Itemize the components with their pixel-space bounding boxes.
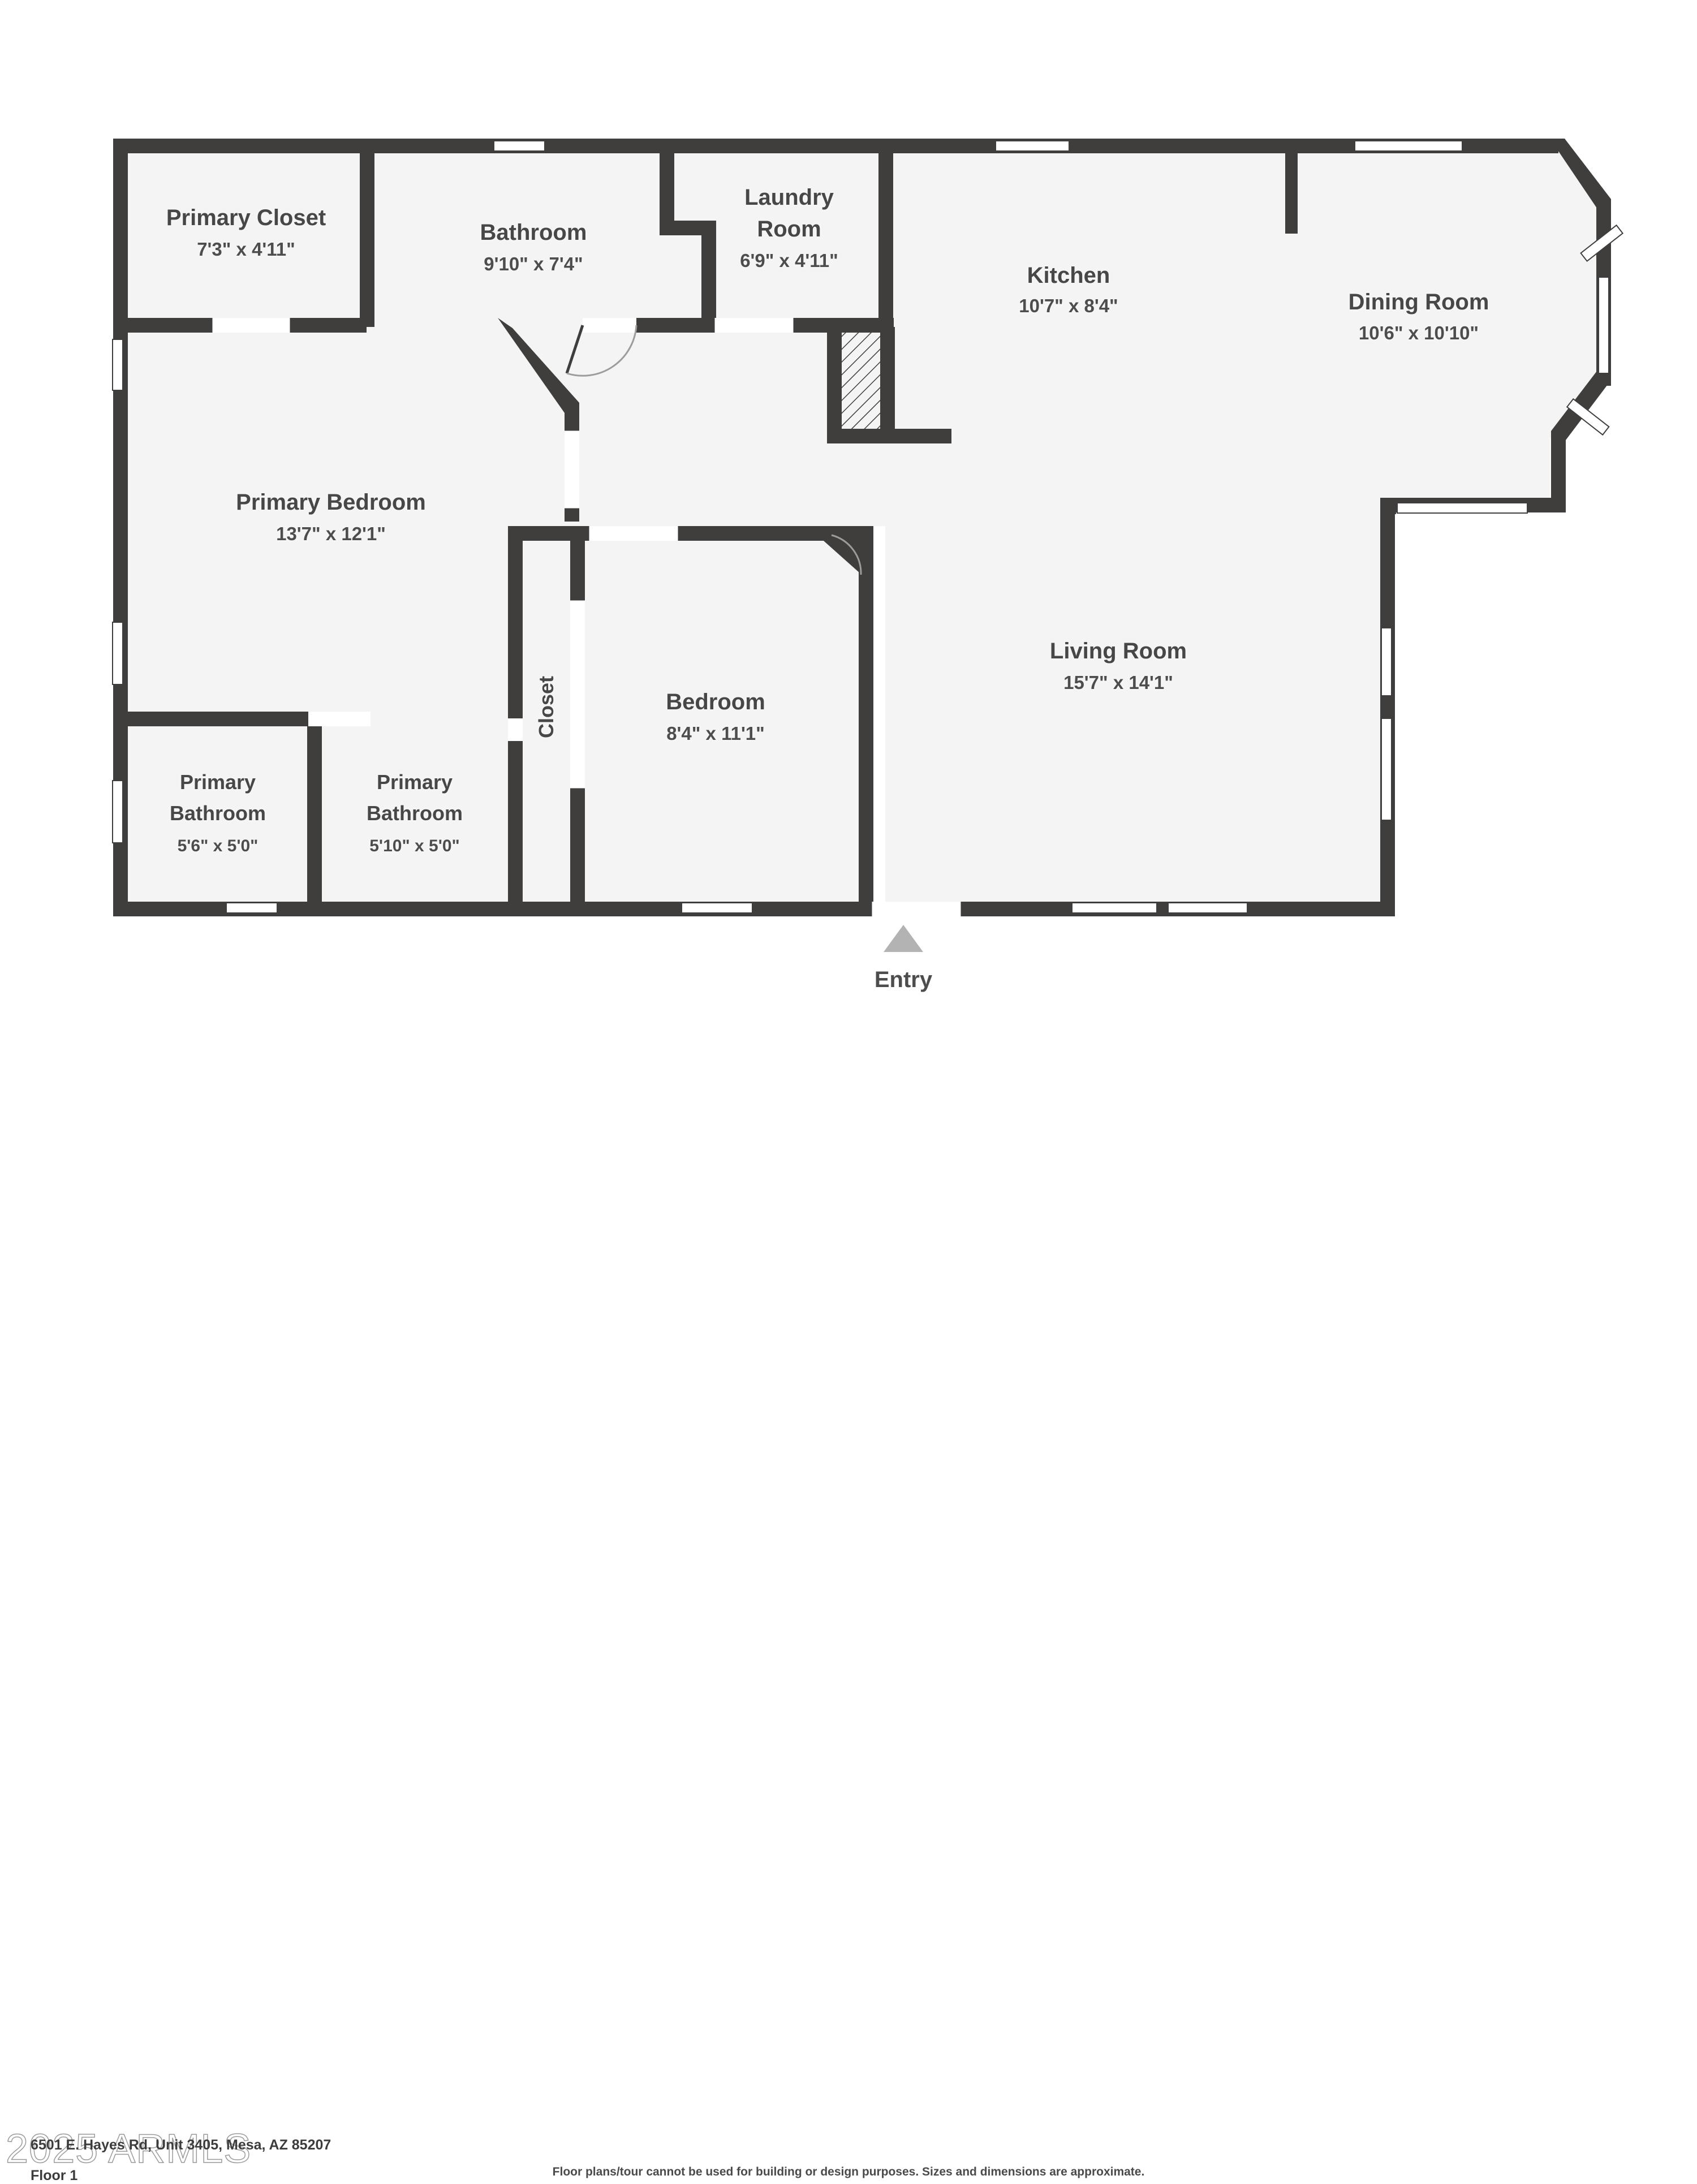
wall-kitchen-partition xyxy=(1285,146,1298,234)
label-bathroom-dim: 9'10" x 7'4" xyxy=(484,253,583,274)
windows xyxy=(112,140,1624,914)
label-primary-closet-name: Primary Closet xyxy=(166,205,326,230)
window-top-bathroom xyxy=(493,140,545,152)
door-bathroom xyxy=(583,318,636,333)
door-entry xyxy=(871,902,962,916)
wall-bedroom-top xyxy=(508,526,859,541)
label-bedroom-dim: 8'4" x 11'1" xyxy=(666,723,765,744)
fill-bathroom xyxy=(367,146,701,325)
window-bottom-bedroom xyxy=(681,902,753,914)
doors xyxy=(210,318,963,916)
window-bay-upper xyxy=(1580,224,1624,262)
door-laundry xyxy=(714,318,794,333)
fill-bedroom xyxy=(577,526,860,905)
window-right-living-lower xyxy=(1381,718,1392,821)
room-labels: Primary Closet 7'3" x 4'11" Bathroom 9'1… xyxy=(164,183,1491,858)
wall-living-right xyxy=(1380,498,1395,916)
wall-bathroom-laundry-upper xyxy=(660,146,674,231)
wall-laundry-right xyxy=(878,146,893,328)
label-living-room-dim: 15'7" x 14'1" xyxy=(1063,672,1173,693)
label-laundry-room-name-line1: Laundry xyxy=(744,185,834,210)
label-dining-room-dim: 10'6" x 10'10" xyxy=(1359,322,1479,343)
entry-arrow-icon xyxy=(884,925,923,952)
door-bedroom-arc xyxy=(831,534,862,575)
label-primary-bathroom-2-name-line1: Primary xyxy=(377,770,453,794)
window-left-closet xyxy=(112,339,123,391)
door-closet-top xyxy=(588,526,679,541)
fill-closet xyxy=(515,526,577,905)
window-left-bedroom xyxy=(112,622,123,685)
entry-label: Entry xyxy=(875,967,933,992)
wall-dining-bay-upper xyxy=(1550,139,1611,208)
fill-primary-bathroom-2 xyxy=(307,718,515,905)
room-fills xyxy=(120,146,1604,905)
disclaimer-text: Floor plans/tour cannot be used for buil… xyxy=(552,2165,1145,2178)
label-kitchen-dim: 10'7" x 8'4" xyxy=(1019,295,1118,316)
wall-bedroom-corner-chamfer xyxy=(813,531,865,578)
wall-angled-hall xyxy=(498,318,579,413)
wall-exterior-top xyxy=(113,139,1558,153)
window-bottom-bath xyxy=(226,902,278,914)
wall-dining-bottom xyxy=(1551,431,1566,510)
window-left-bath xyxy=(112,780,123,843)
door-primary-closet xyxy=(212,318,291,333)
fill-primary-closet xyxy=(120,146,367,322)
label-living-room-name: Living Room xyxy=(1050,639,1187,664)
window-bottom-living-right xyxy=(1168,902,1248,914)
floor-plan-svg: Primary Closet 7'3" x 4'11" Bathroom 9'1… xyxy=(112,139,1624,992)
window-bottom-living-left xyxy=(1071,902,1157,914)
window-right-living-upper xyxy=(1381,627,1392,696)
fill-laundry-room xyxy=(666,146,885,325)
wall-living-step xyxy=(1380,506,1396,514)
wall-primary-bath-divider xyxy=(307,726,322,907)
wall-closet-left xyxy=(508,526,523,905)
window-top-kitchen xyxy=(995,140,1070,152)
window-top-dining xyxy=(1354,140,1463,152)
label-kitchen-name: Kitchen xyxy=(1027,263,1110,288)
label-dining-room-name: Dining Room xyxy=(1349,290,1489,315)
floor-plan-canvas: Primary Closet 7'3" x 4'11" Bathroom 9'1… xyxy=(0,139,1697,2183)
door-closet-right xyxy=(570,600,585,789)
door-bathroom-leaf xyxy=(565,325,584,374)
wall-bedroom-right xyxy=(859,526,873,913)
door-bathroom-arc xyxy=(566,325,638,377)
window-bay-right xyxy=(1598,277,1609,374)
label-primary-bathroom-1-name-line1: Primary xyxy=(180,770,256,794)
label-primary-closet-dim: 7'3" x 4'11" xyxy=(197,239,295,260)
fill-primary-bedroom xyxy=(120,322,571,718)
label-closet-name: Closet xyxy=(535,676,558,738)
wall-pantry-right xyxy=(880,327,895,440)
window-living-step xyxy=(1397,502,1528,514)
label-bedroom-name: Bedroom xyxy=(666,690,765,714)
label-primary-bathroom-2-dim: 5'10" x 5'0" xyxy=(369,837,460,855)
fill-great-room xyxy=(509,146,1604,905)
label-laundry-room-dim: 6'9" x 4'11" xyxy=(740,250,838,271)
label-primary-bedroom-name: Primary Bedroom xyxy=(236,490,426,515)
wall-under-bathroom xyxy=(628,318,724,333)
label-primary-bathroom-1-name-line2: Bathroom xyxy=(170,802,266,825)
door-closet-left xyxy=(508,718,523,741)
label-laundry-room-name-line2: Room xyxy=(757,217,821,242)
wall-closet-bathroom-divider xyxy=(360,146,374,327)
wall-bathroom-laundry-lower xyxy=(701,221,716,328)
label-primary-bedroom-dim: 13'7" x 12'1" xyxy=(276,523,386,544)
window-bay-lower xyxy=(1566,398,1610,436)
door-primary-bedroom xyxy=(565,430,579,509)
footer: 2025 ARMLS 6501 E. Hayes Rd, Unit 3405, … xyxy=(0,1058,1697,2183)
hatched-utility-column xyxy=(842,327,880,429)
door-primary-bathroom-2 xyxy=(308,712,371,726)
label-bathroom-name: Bathroom xyxy=(480,220,587,245)
wall-pantry-left xyxy=(827,327,842,440)
fill-primary-bathroom-1 xyxy=(120,718,307,905)
label-primary-bathroom-1-dim: 5'6" x 5'0" xyxy=(178,837,259,855)
wall-pantry-bottom xyxy=(827,429,951,443)
fill-dining-bay xyxy=(1550,146,1604,438)
property-address: 6501 E. Hayes Rd, Unit 3405, Mesa, AZ 85… xyxy=(31,2137,331,2153)
label-primary-bathroom-2-name-line2: Bathroom xyxy=(367,802,463,825)
entry-marker-group: Entry xyxy=(875,925,933,992)
